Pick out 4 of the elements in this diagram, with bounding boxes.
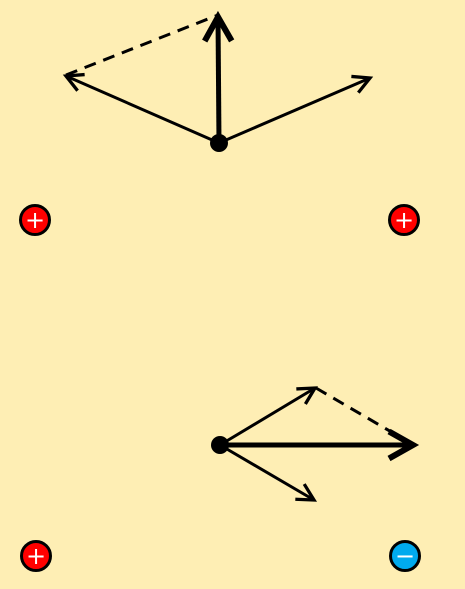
charge-circle: − xyxy=(389,540,421,572)
charge-circle: + xyxy=(388,204,420,236)
charge-circle: + xyxy=(20,540,52,572)
charge-circle: + xyxy=(19,204,51,236)
